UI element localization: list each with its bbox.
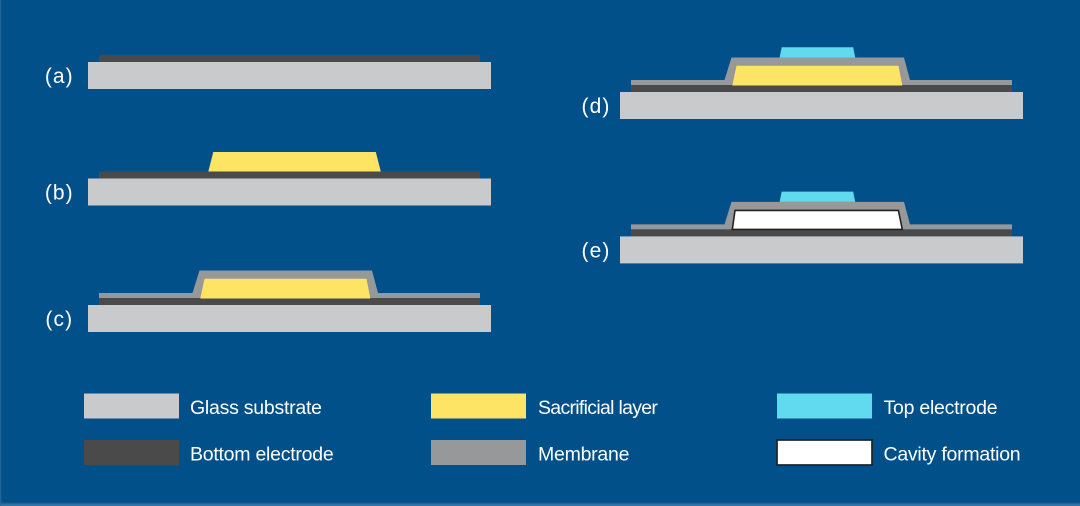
svg-text:Sacrificial layer: Sacrificial layer: [538, 397, 658, 419]
svg-text:Glass substrate: Glass substrate: [190, 397, 322, 419]
svg-text:(c): (c): [45, 308, 73, 331]
svg-text:(a): (a): [45, 65, 74, 88]
svg-text:Top electrode: Top electrode: [884, 397, 998, 419]
svg-text:(e): (e): [582, 239, 611, 262]
svg-text:Cavity formation: Cavity formation: [884, 444, 1021, 466]
svg-text:(b): (b): [45, 182, 74, 205]
svg-text:(d): (d): [582, 95, 611, 118]
svg-text:Bottom electrode: Bottom electrode: [190, 444, 333, 466]
svg-text:Membrane: Membrane: [538, 444, 629, 466]
